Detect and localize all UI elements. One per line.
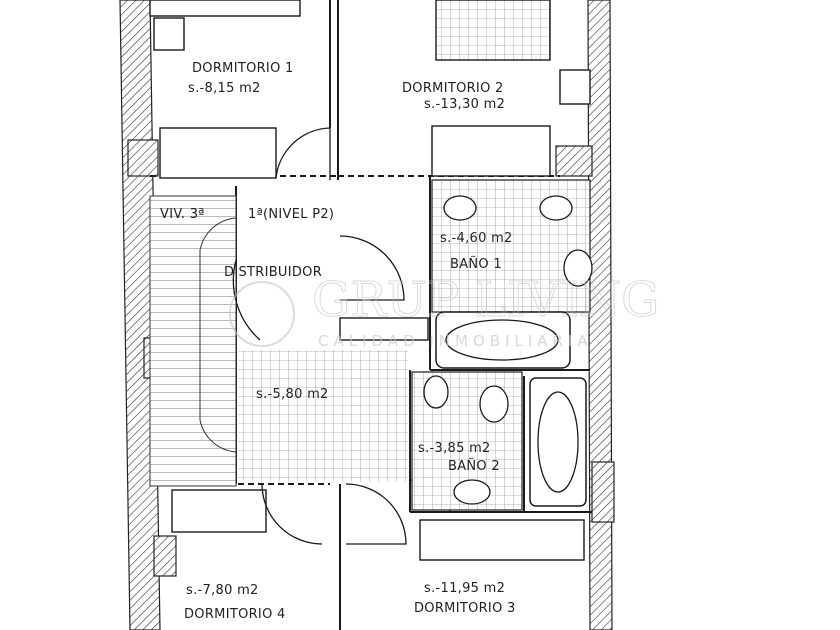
watermark-tagline: CALIDAD INMOBILIARIA: [318, 332, 593, 350]
watermark-logo-icon: [229, 281, 295, 347]
dormitorio4-area: s.-7,80 m2: [186, 583, 259, 598]
distribuidor-floor: [238, 350, 408, 482]
dormitorio3-name: DORMITORIO 3: [414, 601, 516, 616]
dormitorio1-area: s.-8,15 m2: [188, 81, 261, 96]
distribuidor-area: s.-5,80 m2: [256, 387, 329, 402]
bano2-area: s.-3,85 m2: [418, 441, 491, 456]
bano2-name: BAÑO 2: [448, 458, 500, 474]
dormitorio4-name: DORMITORIO 4: [184, 607, 286, 622]
dormitorio2-name: DORMITORIO 2: [402, 81, 504, 96]
bano1-name: BAÑO 1: [450, 256, 502, 272]
watermark-brand: GRUP LIVING: [312, 272, 659, 328]
dormitorio2-area: s.-13,30 m2: [424, 97, 505, 112]
watermark: GRUP LIVING CALIDAD INMOBILIARIA: [229, 272, 660, 350]
dormitorio3-area: s.-11,95 m2: [424, 581, 505, 596]
bano1-fixtures: [431, 179, 593, 369]
staircase: [149, 195, 237, 487]
bano2-fixtures: [411, 371, 587, 511]
bano1-area: s.-4,60 m2: [440, 231, 513, 246]
level-nivel: 1ª(NIVEL P2): [248, 207, 334, 222]
dormitorio1-name: DORMITORIO 1: [192, 61, 294, 76]
level-viv: VIV. 3ª: [160, 207, 205, 222]
room-labels: DORMITORIO 1 s.-8,15 m2 DORMITORIO 2 s.-…: [160, 61, 516, 622]
wardrobes: [149, 0, 591, 561]
distribuidor-name: DISTRIBUIDOR: [224, 265, 322, 280]
